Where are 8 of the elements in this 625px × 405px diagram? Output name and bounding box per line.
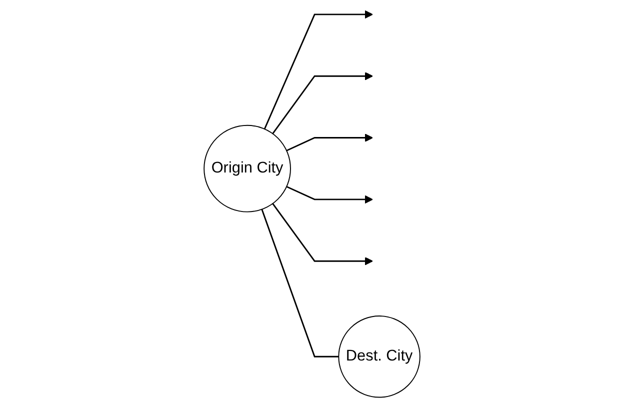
node-circle: Origin City	[204, 124, 292, 212]
connector	[262, 209, 340, 358]
arrow	[264, 10, 374, 130]
arrow	[286, 186, 374, 204]
arrow	[286, 134, 374, 152]
arrow	[272, 72, 374, 134]
arrow	[272, 203, 374, 266]
node-circle: Dest. City	[338, 316, 421, 398]
